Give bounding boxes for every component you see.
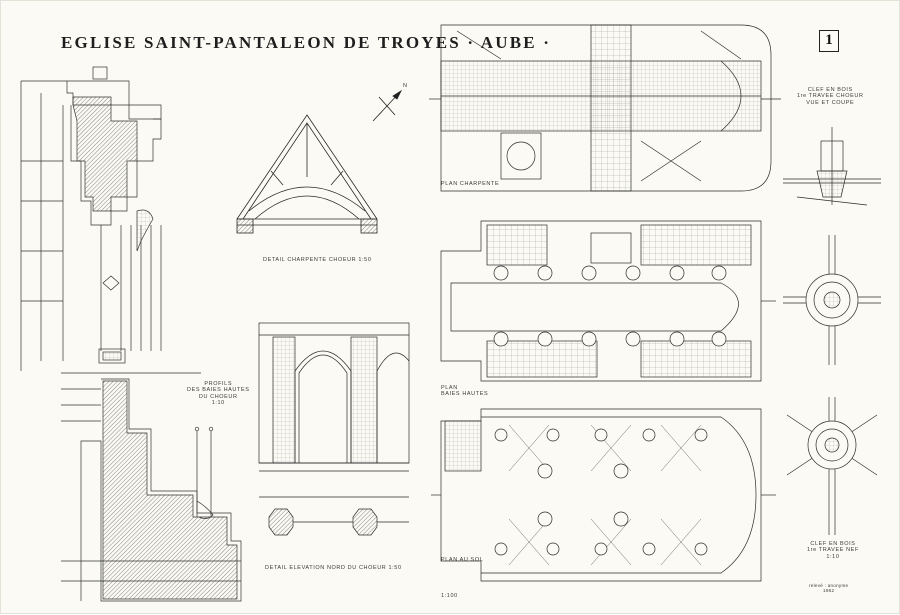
roof-plan (429, 24, 781, 192)
sheet-number: 1 (819, 30, 839, 52)
boss-plan-nave (786, 397, 878, 535)
label-detail-elevation: DETAIL ELEVATION NORD DU CHOEUR 1:50 (265, 565, 402, 571)
boss-section-choir (783, 127, 881, 206)
label-clef-nef: CLEF EN BOIS 1re TRAVEE NEF 1:10 (807, 541, 859, 560)
label-plan-charpente: PLAN CHARPENTE (441, 181, 500, 187)
ground-plan (431, 408, 776, 582)
drawing-title: EGLISE SAINT-PANTALEON DE TROYES · AUBE … (61, 33, 552, 52)
label-profils: PROFILS DES BAIES HAUTES DU CHOEUR 1:10 (187, 381, 250, 406)
upper-windows-plan (440, 220, 776, 382)
north-arrow (372, 89, 402, 122)
boss-plan-choir (783, 235, 881, 365)
choir-north-elevation (258, 322, 410, 536)
roof-truss-detail (236, 114, 378, 234)
north-arrow-label: N (403, 83, 408, 89)
profile-section-upper (20, 66, 162, 371)
label-clef-choeur: CLEF EN BOIS 1re TRAVEE CHOEUR VUE ET CO… (797, 87, 864, 106)
label-detail-charpente: DETAIL CHARPENTE CHOEUR 1:50 (263, 257, 372, 263)
profile-section-lower (61, 372, 242, 602)
label-scale-plans: 1:100 (441, 593, 458, 599)
label-credits: relevé : anonyme 1962 (809, 583, 849, 594)
label-plan-baies: PLAN BAIES HAUTES (441, 385, 489, 398)
label-plan-sol: PLAN AU SOL (441, 557, 484, 563)
